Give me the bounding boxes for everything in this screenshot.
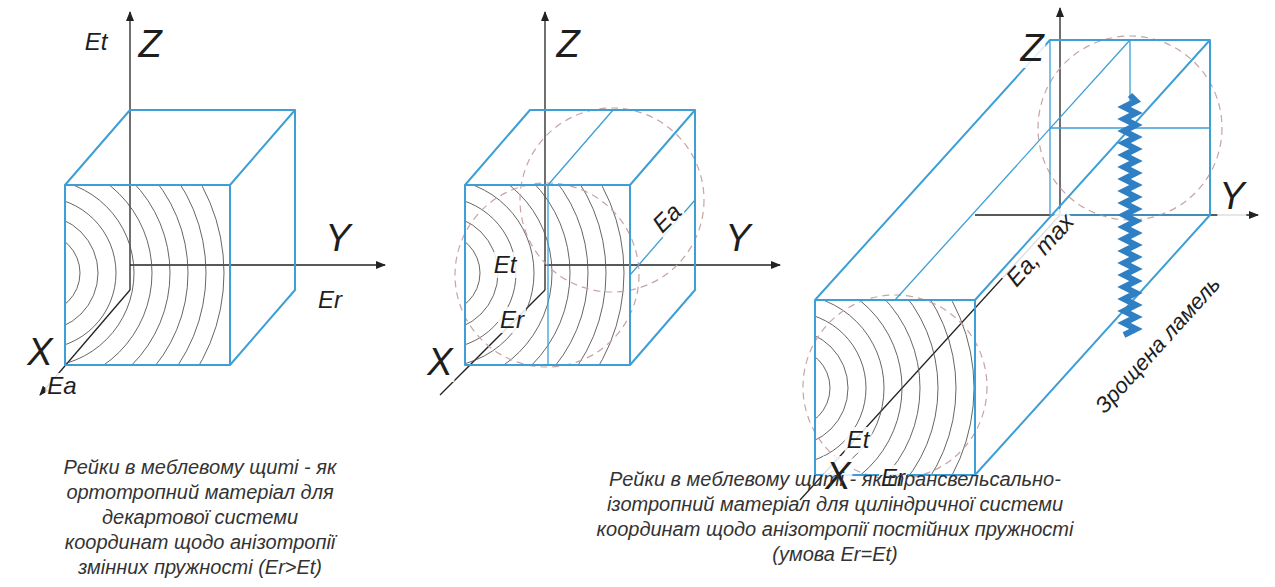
growth-ring xyxy=(465,185,552,365)
axis-label: Z xyxy=(136,24,163,64)
growth-ring xyxy=(815,300,902,475)
growth-ring xyxy=(815,300,920,475)
axis-label: Y xyxy=(1217,176,1246,216)
growth-ring xyxy=(65,185,134,365)
axis-label: Y xyxy=(723,218,752,258)
modulus-label: Ea xyxy=(45,373,78,399)
axis-label: Y xyxy=(323,218,352,258)
growth-ring xyxy=(465,233,480,313)
growth-ring xyxy=(815,300,974,475)
growth-ring xyxy=(65,185,188,365)
growth-ring xyxy=(65,233,80,313)
axis-label: X xyxy=(425,342,454,382)
growth-ring xyxy=(815,300,938,475)
growth-ring xyxy=(65,185,152,365)
growth-ring xyxy=(815,330,848,446)
modulus-label: Er xyxy=(498,307,526,333)
growth-ring xyxy=(65,215,98,331)
growth-ring xyxy=(465,185,534,365)
growth-ring xyxy=(65,185,170,365)
axis-label: Z xyxy=(1018,28,1045,68)
growth-ring xyxy=(465,185,624,365)
growth-ring xyxy=(465,185,588,365)
axis-label: X xyxy=(25,332,54,372)
growth-ring xyxy=(65,197,116,349)
growth-ring xyxy=(815,348,830,428)
caption-text: Рейки в меблевому щиті - як трансвельсал… xyxy=(595,467,1075,567)
modulus-label: Ea, max xyxy=(1000,207,1081,293)
modulus-label: Зрощена ламель xyxy=(1089,271,1226,420)
growth-ring xyxy=(465,185,606,365)
caption-text: Рейки в меблевому щиті - як ортотропний … xyxy=(50,455,350,580)
modulus-label: Er xyxy=(316,287,344,313)
modulus-label: Et xyxy=(492,252,519,278)
finger-joint xyxy=(1124,95,1136,335)
modulus-label: Et xyxy=(83,29,110,55)
growth-ring xyxy=(65,185,206,365)
modulus-label: Ea xyxy=(646,197,688,239)
growth-ring xyxy=(815,300,956,475)
axis-label: Z xyxy=(554,24,581,64)
growth-ring xyxy=(65,185,224,365)
modulus-label: Et xyxy=(845,427,872,453)
